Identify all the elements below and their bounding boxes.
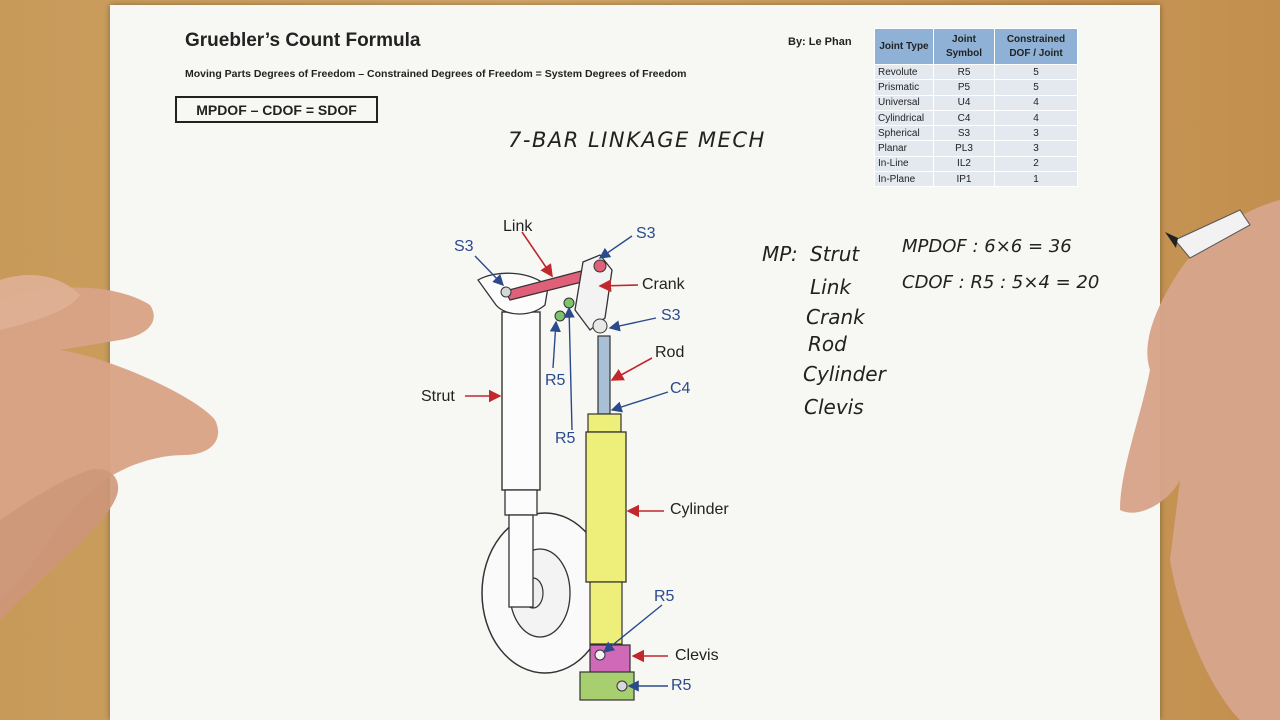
crank-arrow: [598, 279, 639, 293]
r5-mid-arrow: [563, 306, 575, 431]
label-r5-lower: R5: [654, 588, 675, 605]
joint-type-cell: In-Plane: [874, 171, 934, 188]
r5-upper-arrow: [549, 320, 561, 369]
label-c4: C4: [670, 380, 691, 397]
label-strut: Strut: [421, 388, 455, 405]
moving-part-item: Rod: [808, 332, 847, 356]
header-constrained-dof: Constrained DOF / Joint: [994, 28, 1078, 65]
joint-symbol-cell: S3: [933, 125, 995, 142]
label-r5-mid: R5: [555, 430, 576, 447]
joint-dof-cell: 3: [994, 140, 1078, 157]
c4-arrow: [610, 391, 669, 413]
link-arrow: [521, 231, 553, 278]
clevis: [589, 644, 631, 679]
joint-dof-table: Joint Type Joint Symbol Constrained DOF …: [874, 28, 1078, 188]
joint-symbol-cell: PL3: [933, 140, 995, 157]
label-cylinder: Cylinder: [670, 501, 729, 518]
s3-right-arrow: [608, 317, 657, 332]
label-rod: Rod: [655, 344, 685, 361]
formula-description: Moving Parts Degrees of Freedom – Constr…: [185, 68, 687, 80]
s3-left-arrow: [474, 255, 504, 287]
joint-type-cell: In-Line: [874, 155, 934, 173]
label-s3-right: S3: [661, 307, 681, 324]
joint-symbol-cell: IL2: [933, 155, 995, 173]
rod-arrow: [610, 357, 653, 381]
cylinder: [585, 413, 627, 645]
moving-part-item: Strut: [810, 242, 860, 266]
moving-part-item: Link: [810, 275, 851, 299]
author-credit: By: Le Phan: [788, 36, 852, 48]
cdof-calculation: CDOF : R5 : 5×4 = 20: [902, 272, 1100, 293]
joint-dof-cell: 4: [994, 94, 1078, 111]
joint-dof-cell: 3: [994, 125, 1078, 142]
joint-dof-cell: 1: [994, 171, 1078, 188]
joint-type-cell: Prismatic: [874, 79, 934, 96]
formula-box: MPDOF – CDOF = SDOF: [175, 96, 378, 123]
label-crank: Crank: [642, 276, 685, 293]
page-title: Gruebler’s Count Formula: [185, 30, 421, 51]
r5-lower-arrow: [602, 604, 663, 653]
moving-part-item: Clevis: [804, 395, 864, 419]
label-r5-bottom: R5: [671, 677, 692, 694]
joint-type-cell: Cylindrical: [874, 109, 934, 127]
joint-type-cell: Revolute: [874, 63, 934, 81]
header-joint-symbol: Joint Symbol: [933, 28, 995, 65]
moving-part-item: Cylinder: [803, 362, 886, 386]
joint-dof-cell: 5: [994, 79, 1078, 96]
label-link: Link: [503, 218, 533, 235]
joint-symbol-cell: C4: [933, 109, 995, 127]
joint-table-header-row: Joint Type Joint Symbol Constrained DOF …: [874, 28, 1078, 65]
label-s3-left: S3: [454, 238, 474, 255]
moving-part-item: Crank: [806, 305, 865, 329]
joint-dof-cell: 5: [994, 63, 1078, 81]
diagram-title-handwritten: 7-BAR LINKAGE MECH: [508, 128, 766, 152]
mpdof-calculation: MPDOF : 6×6 = 36: [902, 236, 1072, 257]
label-r5-upper: R5: [545, 372, 566, 389]
label-clevis: Clevis: [675, 647, 719, 664]
moving-parts-label: MP:: [762, 242, 798, 266]
label-s3-top: S3: [636, 225, 656, 242]
joint-symbol-cell: U4: [933, 94, 995, 111]
joint-symbol-cell: IP1: [933, 171, 995, 188]
joint-dof-cell: 4: [994, 109, 1078, 127]
s3-top-arrow: [598, 235, 633, 259]
crank: [554, 254, 613, 334]
